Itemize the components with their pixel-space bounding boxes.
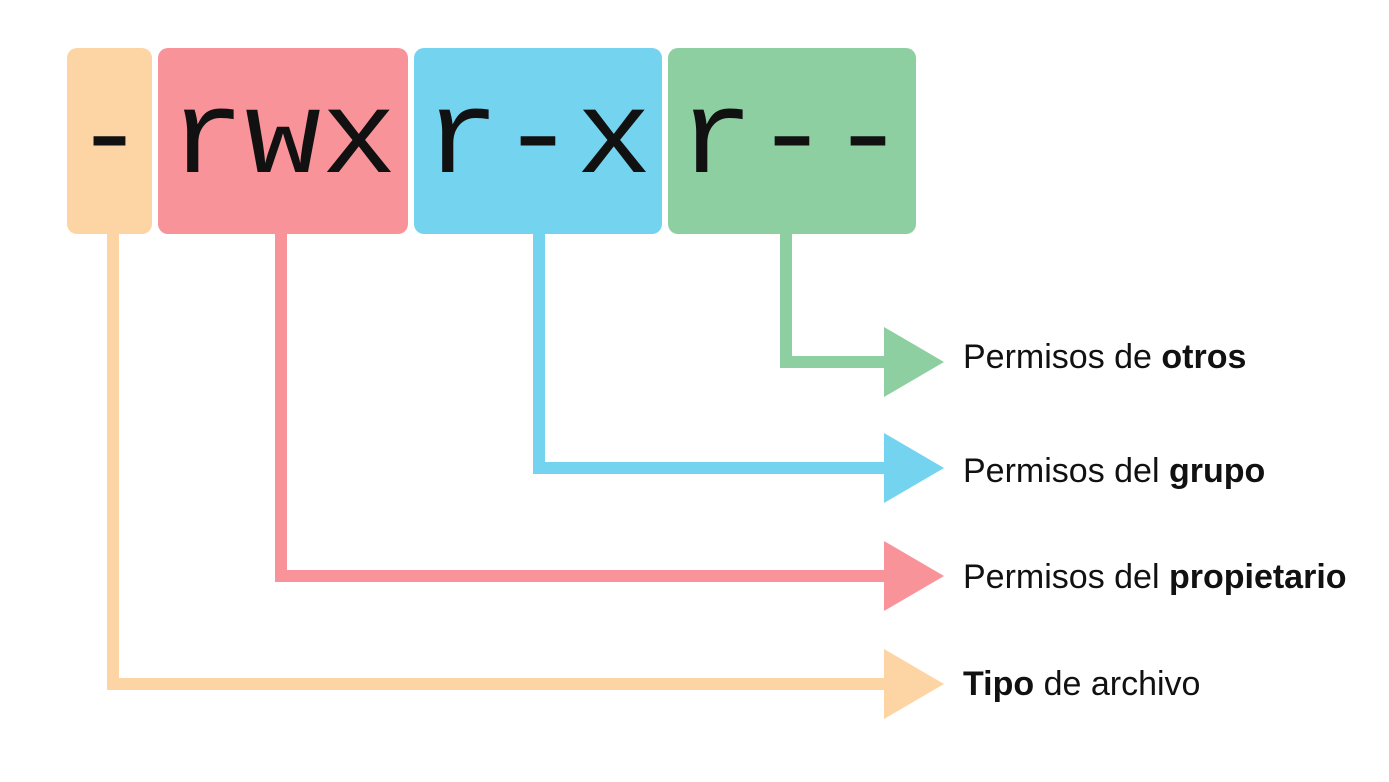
block-owner-background	[158, 48, 408, 234]
connector-type	[107, 234, 944, 719]
block-type: -	[67, 48, 152, 234]
block-others-background	[668, 48, 916, 234]
block-group-chars: r-x	[424, 75, 652, 208]
connector-others	[780, 234, 944, 397]
connector-others-arrow	[884, 327, 944, 397]
connector-group	[533, 234, 944, 503]
label-others: Permisos de otros	[963, 338, 1246, 376]
connector-owner-line	[275, 234, 884, 582]
label-owner: Permisos del propietario	[963, 558, 1347, 596]
connector-type-line	[107, 234, 884, 690]
block-others: r--	[668, 48, 916, 234]
connector-owner	[275, 234, 944, 611]
block-group: r-x	[414, 48, 662, 234]
block-type-background	[67, 48, 152, 234]
connector-group-arrow	[884, 433, 944, 503]
connector-others-line	[780, 234, 884, 368]
label-type: Tipo de archivo	[963, 665, 1200, 703]
block-group-background	[414, 48, 662, 234]
block-type-chars: -	[75, 75, 145, 208]
connector-group-line	[533, 234, 884, 474]
label-group: Permisos del grupo	[963, 452, 1265, 490]
connector-type-arrow	[884, 649, 944, 719]
block-owner-chars: rwx	[169, 75, 397, 208]
block-owner: rwx	[158, 48, 408, 234]
connector-owner-arrow	[884, 541, 944, 611]
block-others-chars: r--	[678, 75, 906, 208]
